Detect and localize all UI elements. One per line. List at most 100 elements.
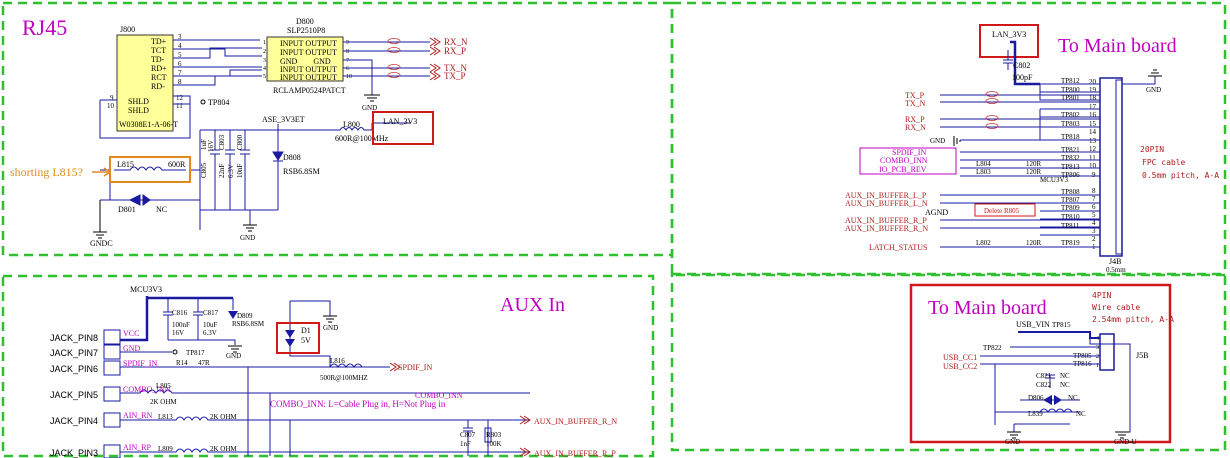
j800-shld-1: SHLD xyxy=(128,97,149,106)
tp815-label: TP815 xyxy=(1052,321,1071,329)
j800-pin-tct: TCT xyxy=(151,46,166,55)
c822-ref: C822 xyxy=(1036,381,1052,389)
d800-pin-l1: 1 xyxy=(263,40,266,46)
d806-diode xyxy=(1043,395,1062,405)
c817-val: 10uF xyxy=(203,321,218,329)
net-rx-n: RX_N xyxy=(444,37,468,47)
fpc-description: 20PIN FPC cable 0.5mm pitch, A-A xyxy=(1140,145,1219,180)
j800-pin-num-9: 9 xyxy=(110,94,114,102)
j800-pin-rd-plus: RD+ xyxy=(151,64,167,73)
fpc-pin-19: 19 xyxy=(1089,86,1097,94)
c802-ref: C802 xyxy=(1013,61,1030,70)
c803-ref: C803 xyxy=(218,134,226,150)
j800-pin-numbers: 3 4 5 6 7 8 xyxy=(178,33,182,86)
gnd-label-wire4: GND xyxy=(1005,438,1020,446)
wire-4pin-highlight xyxy=(909,283,1172,444)
fpc-net-rx-n: RX_N xyxy=(905,123,926,132)
r803-ref: R803 xyxy=(486,431,502,439)
section-title-main-board-bottom: To Main board xyxy=(928,297,1047,319)
fpc-pin-17: 17 xyxy=(1089,103,1097,111)
fpc-net-tx-n: TX_N xyxy=(905,99,926,108)
aux-net-vcc: VCC xyxy=(123,329,139,338)
gnd-label-aux-d1: GND xyxy=(323,324,338,332)
gnd-d800 xyxy=(364,94,380,102)
c805-val: 1uF xyxy=(200,139,208,150)
gnd-wire4 xyxy=(1007,431,1129,439)
j5b-connector: J5B 4 3 2 1 xyxy=(1096,333,1148,371)
d800-pin-l3: 3 xyxy=(263,58,266,64)
fpc-net-io-pcb-rev: IO_PCB_REV xyxy=(879,165,927,174)
r14-val: 47R xyxy=(198,359,210,367)
tp807-label: TP807 xyxy=(1061,196,1080,204)
tp821-label: TP821 xyxy=(1061,146,1080,154)
pin-5: 5 xyxy=(178,51,182,59)
c816-ref: C816 xyxy=(172,309,188,317)
aux-net-aux-r-n: AUX_IN_BUFFER_R_N xyxy=(534,417,617,426)
l800-ref: L800 xyxy=(343,120,360,129)
shorting-note: shorting L815? xyxy=(10,165,83,179)
rj45-power-wires xyxy=(100,122,410,230)
j5b-pin-1: 1 xyxy=(1096,363,1099,369)
gnd-label-rj45: GND xyxy=(240,234,255,242)
aux-spdif-out: SPDIF_IN xyxy=(398,363,432,372)
section-title-main-board-top: To Main board xyxy=(1058,35,1177,57)
lan-3v3-fpc-highlight xyxy=(979,24,1039,58)
l804-val: 120R xyxy=(1026,160,1042,168)
net-ase-3v3et: ASE_3V3ET xyxy=(262,115,305,124)
gnd-fpc xyxy=(1148,69,1162,77)
gnd-label-d800: GND xyxy=(362,104,377,112)
fpc-net-aux-l-p: AUX_IN_BUFFER_L_P xyxy=(845,191,927,200)
l803-ref: L803 xyxy=(976,168,991,176)
tp808-label: TP808 xyxy=(1061,188,1080,196)
d800-row-3: GND GND xyxy=(280,57,331,66)
rj45-connector: J800 W0308E1-A-06-T TD+ TCT TD- RD+ RCT … xyxy=(107,25,184,132)
delete-r805-box xyxy=(974,203,1036,217)
net-usb-vin: USB_VIN xyxy=(1016,320,1050,329)
fpc-pin-15: 15 xyxy=(1089,120,1097,128)
tp802-label: TP802 xyxy=(1061,111,1080,119)
d800-pin-l2: 2 xyxy=(263,49,266,55)
l813-ref: L813 xyxy=(158,413,173,421)
pin-4: 4 xyxy=(178,42,182,50)
l805-ref: L805 xyxy=(156,382,171,390)
d809-ref: D809 xyxy=(237,312,253,320)
rj45-cap-labels: C805 1uF C803 22nF 6.3V C800 10nF 16V xyxy=(200,134,244,178)
c802-val: 100pF xyxy=(1012,73,1033,82)
aux-net-spdif-in: SPDIF_IN xyxy=(123,359,157,368)
section-title-rj45: RJ45 xyxy=(22,15,67,40)
l803-val: 120R xyxy=(1026,168,1042,176)
d800-ref: D800 xyxy=(296,17,314,26)
l813-val: 2K OHM xyxy=(210,413,237,421)
net-lan-3v3-rj45: LAN_3V3 xyxy=(383,117,417,126)
wire4-desc-1: 4PIN xyxy=(1092,291,1111,300)
tp819-label: TP819 xyxy=(1061,239,1080,247)
wire4-description: 4PIN Wire cable 2.54mm pitch, A-A xyxy=(1092,291,1174,324)
c821-ref: C821 xyxy=(1036,372,1052,380)
r803-resistor xyxy=(484,427,492,443)
fpc-tx-rx-nets: TX_P TX_N RX_P RX_N xyxy=(905,91,926,132)
fpc-pin-numbers: 20 19 18 17 16 15 14 13 12 11 10 9 8 7 6… xyxy=(1089,78,1097,251)
j4b-ref: J4B xyxy=(1109,257,1121,266)
d800-output-wires xyxy=(343,41,430,95)
shorting-l815-highlight xyxy=(109,156,191,183)
d1-diode xyxy=(285,330,295,347)
fpc-net-aux-r-p: AUX_IN_BUFFER_R_P xyxy=(845,216,927,225)
c805-ref: C805 xyxy=(200,162,208,178)
pin-8: 8 xyxy=(178,78,182,86)
fpc-pin-10: 10 xyxy=(1089,162,1097,170)
fpc-tp-labels-top: TP812 TP800 TP801 TP802 TP803 TP818 xyxy=(1061,77,1080,141)
wire4-desc-2: Wire cable xyxy=(1092,303,1140,312)
aux-net-combo-inn: COMBO_INN xyxy=(123,385,171,394)
jack-pin7: JACK_PIN7 xyxy=(50,348,98,358)
d809-part: RSB6.8SM xyxy=(232,320,265,328)
l802-ref: L802 xyxy=(976,239,991,247)
fpc-aux-nets: AUX_IN_BUFFER_L_P AUX_IN_BUFFER_L_N AUX_… xyxy=(845,191,928,252)
fpc-net-mcu3v3: MCU3V3 xyxy=(1040,176,1069,184)
c816-v: 16V xyxy=(172,329,184,337)
j800-pin-td-plus: TD+ xyxy=(151,37,167,46)
tp801-label: TP801 xyxy=(1061,94,1080,102)
net-tx-n: TX_N xyxy=(444,63,467,73)
net-usb-cc1: USB_CC1 xyxy=(943,353,977,362)
c800-val: 10nF xyxy=(236,164,244,179)
